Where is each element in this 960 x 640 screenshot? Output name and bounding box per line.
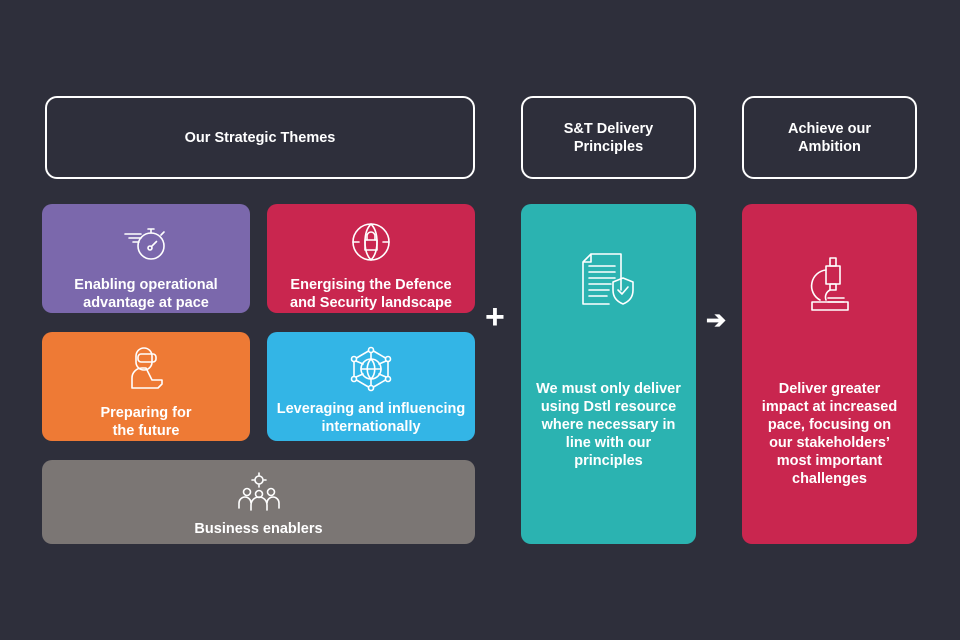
document-shield-icon (581, 253, 634, 305)
team-gear-icon (237, 472, 280, 511)
header-label: S&T Delivery Principles (563, 120, 654, 155)
header-delivery-principles: S&T Delivery Principles (521, 96, 696, 179)
network-globe-icon (350, 346, 392, 392)
theme-card-defence-security: Energising the Defence and Security land… (267, 204, 475, 313)
ambition-text: Deliver greater impact at increased pace… (761, 381, 898, 487)
theme-label: Energising the Defence and Security land… (290, 277, 452, 311)
theme-card-operational-advantage: Enabling operational advantage at pace (42, 204, 250, 313)
theme-label: Leveraging and influencing international… (276, 401, 466, 435)
principles-card: We must only deliver using Dstl resource… (521, 204, 696, 544)
microscope-icon (810, 257, 849, 311)
header-strategic-themes: Our Strategic Themes (45, 96, 475, 179)
theme-label: Business enablers (194, 521, 323, 537)
theme-card-preparing-future: Preparing for the future (42, 332, 250, 441)
vr-headset-person-icon (131, 347, 163, 389)
arrow-connector: ➔ (706, 307, 727, 334)
principles-text: We must only deliver using Dstl resource… (536, 381, 681, 469)
header-achieve-ambition: Achieve our Ambition (742, 96, 917, 179)
theme-card-international: Leveraging and influencing international… (267, 332, 475, 441)
plus-connector: + (485, 298, 505, 336)
theme-label: Enabling operational advantage at pace (74, 277, 218, 311)
theme-label: Preparing for the future (100, 405, 192, 439)
globe-lock-icon (352, 223, 390, 261)
stopwatch-icon (124, 228, 165, 260)
ambition-card: Deliver greater impact at increased pace… (742, 204, 917, 544)
header-label: Achieve our Ambition (788, 120, 871, 155)
header-label: Our Strategic Themes (184, 129, 336, 146)
theme-card-business-enablers: Business enablers (42, 460, 475, 544)
